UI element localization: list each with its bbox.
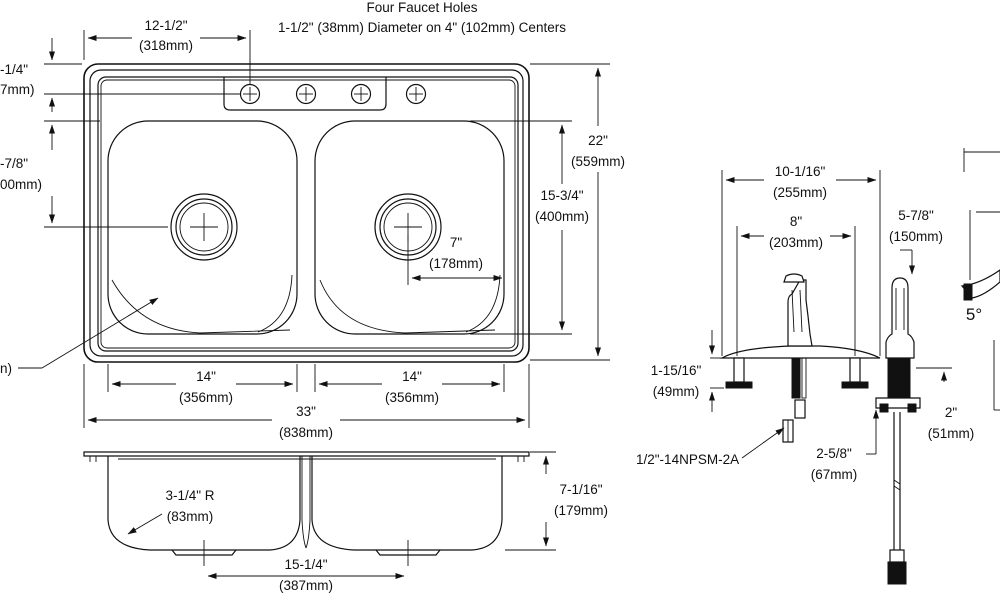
svg-text:7mm): 7mm) bbox=[0, 82, 35, 97]
svg-text:1/2"-14NPSM-2A: 1/2"-14NPSM-2A bbox=[636, 452, 739, 467]
thread-callout: 1/2"-14NPSM-2A bbox=[636, 427, 785, 467]
dim-left-bowl-width: 14" (356mm) bbox=[107, 364, 298, 405]
svg-text:3-1/4" R: 3-1/4" R bbox=[165, 488, 214, 503]
svg-text:(203mm): (203mm) bbox=[769, 235, 823, 250]
svg-text:(400mm): (400mm) bbox=[535, 209, 589, 224]
section-view: 3-1/4" R (83mm) 7-1/16" (179mm) 15-1/4" … bbox=[83, 451, 608, 593]
svg-text:(83mm): (83mm) bbox=[167, 509, 214, 524]
svg-text:15-3/4": 15-3/4" bbox=[540, 188, 583, 203]
faucet-hole-2-icon bbox=[295, 83, 317, 105]
dim-drain-spacing: 15-1/4" (387mm) bbox=[207, 557, 405, 593]
dim-right-bowl-width: 14" (356mm) bbox=[314, 364, 505, 405]
dim-hole-setback: -1/4" 7mm) bbox=[0, 38, 240, 112]
dim-bowl-depth: 15-3/4" (400mm) bbox=[470, 120, 589, 335]
svg-text:(387mm): (387mm) bbox=[279, 578, 333, 593]
faucet-hole-3-icon bbox=[350, 83, 372, 105]
leader-callout: n) bbox=[0, 297, 159, 376]
svg-text:(49mm): (49mm) bbox=[653, 384, 700, 399]
svg-text:(318mm): (318mm) bbox=[139, 38, 193, 53]
faucet-holes-spec: 1-1/2" (38mm) Diameter on 4" (102mm) Cen… bbox=[278, 20, 566, 35]
faucet-deck-plate bbox=[719, 345, 881, 359]
svg-text:2-5/8": 2-5/8" bbox=[816, 446, 852, 461]
svg-text:(67mm): (67mm) bbox=[811, 467, 858, 482]
svg-text:5-7/8": 5-7/8" bbox=[898, 208, 934, 223]
svg-text:33": 33" bbox=[296, 404, 316, 419]
top-view: Four Faucet Holes 1-1/2" (38mm) Diameter… bbox=[0, 0, 625, 440]
svg-text:-1/4": -1/4" bbox=[0, 62, 28, 77]
dim-bowl-height: 7-1/16" (179mm) bbox=[505, 451, 608, 551]
dim-faucet-offset: 12-1/2" (318mm) bbox=[83, 18, 251, 84]
svg-text:(51mm): (51mm) bbox=[928, 426, 975, 441]
angle-label: 5° bbox=[966, 305, 982, 324]
dim-spray-height: 5-7/8" (150mm) bbox=[889, 208, 943, 275]
faucet-body bbox=[787, 279, 813, 347]
svg-text:14": 14" bbox=[196, 369, 216, 384]
svg-text:n): n) bbox=[0, 361, 12, 376]
sprayer-head bbox=[885, 277, 915, 359]
dim-shank: 1-15/16" (49mm) bbox=[651, 330, 724, 412]
svg-text:22": 22" bbox=[588, 133, 608, 148]
svg-text:1-15/16": 1-15/16" bbox=[651, 363, 702, 378]
sink-outer-rim bbox=[83, 63, 530, 363]
svg-text:-7/8": -7/8" bbox=[0, 156, 28, 171]
dim-plate-width: 10-1/16" (255mm) bbox=[721, 164, 881, 356]
svg-text:(559mm): (559mm) bbox=[571, 154, 625, 169]
svg-text:(150mm): (150mm) bbox=[889, 229, 943, 244]
dim-spray-base: 2" (51mm) bbox=[916, 367, 975, 441]
dim-hole-span: 8" (203mm) bbox=[736, 214, 856, 356]
svg-text:12-1/2": 12-1/2" bbox=[144, 18, 187, 33]
dim-drain-offset: 7" (178mm) bbox=[407, 235, 505, 285]
sink-rim-inner bbox=[89, 69, 524, 357]
faucet-view: 10-1/16" (255mm) 8" (203mm) 5-7/8" (150m… bbox=[636, 148, 1000, 585]
svg-text:(356mm): (356mm) bbox=[179, 390, 233, 405]
svg-text:(356mm): (356mm) bbox=[385, 390, 439, 405]
faucet-hole-1-icon bbox=[239, 83, 261, 105]
svg-text:8": 8" bbox=[790, 214, 803, 229]
spout-partial: 5° bbox=[960, 148, 1000, 411]
sink-deck bbox=[97, 76, 519, 352]
right-bowl bbox=[314, 120, 505, 335]
dim-corner-radius: 3-1/4" R (83mm) bbox=[127, 488, 215, 535]
dim-overall-depth: 22" (559mm) bbox=[530, 63, 625, 361]
left-drain-icon bbox=[170, 193, 238, 261]
svg-text:(255mm): (255mm) bbox=[773, 185, 827, 200]
svg-text:10-1/16": 10-1/16" bbox=[775, 164, 826, 179]
svg-text:14": 14" bbox=[402, 369, 422, 384]
faucet-hole-4-icon bbox=[405, 83, 427, 105]
dim-overall-width: 33" (838mm) bbox=[83, 364, 530, 440]
svg-text:15-1/4": 15-1/4" bbox=[284, 557, 327, 572]
dim-drain-setback: -7/8" 00mm) bbox=[0, 120, 168, 228]
faucet-holes-title: Four Faucet Holes bbox=[366, 0, 477, 15]
svg-text:(178mm): (178mm) bbox=[429, 256, 483, 271]
svg-text:00mm): 00mm) bbox=[0, 177, 42, 192]
svg-text:7": 7" bbox=[450, 235, 463, 250]
dim-hose-depth: 2-5/8" (67mm) bbox=[811, 409, 879, 482]
svg-text:(179mm): (179mm) bbox=[554, 503, 608, 518]
left-bowl bbox=[107, 120, 298, 335]
svg-text:2": 2" bbox=[945, 405, 958, 420]
svg-text:7-1/16": 7-1/16" bbox=[559, 482, 602, 497]
sprayer-hose-fitting bbox=[887, 357, 911, 399]
faucet-deck-cutout bbox=[223, 77, 387, 111]
svg-text:(838mm): (838mm) bbox=[279, 425, 333, 440]
faucet-holes bbox=[239, 83, 427, 105]
